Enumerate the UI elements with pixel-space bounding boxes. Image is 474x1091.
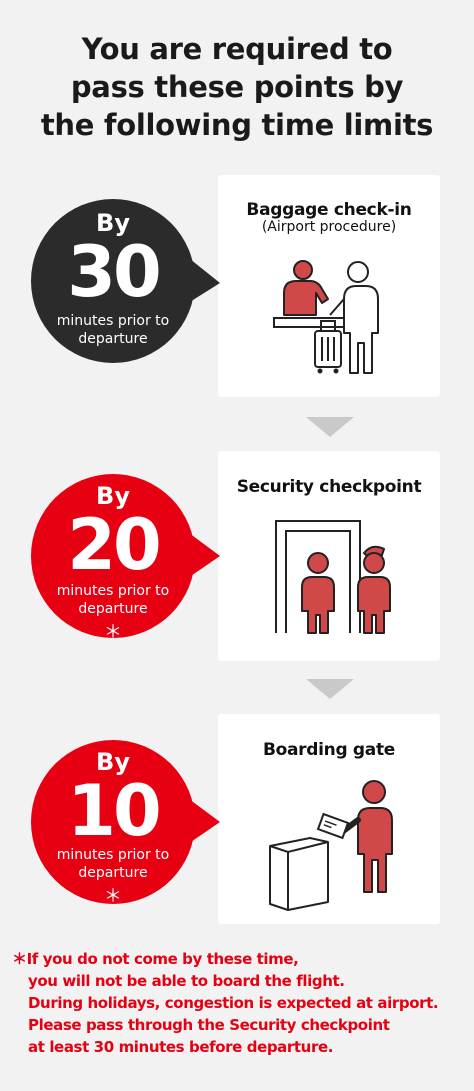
security-gate-icon: [275, 520, 391, 634]
minutes-label-line-2: departure: [78, 865, 148, 881]
minutes-label-line-1: minutes prior to: [56, 583, 170, 599]
minutes-label-line-2: departure: [78, 601, 148, 617]
down-arrow-icon: [306, 679, 354, 699]
bubble-shape: [31, 199, 220, 363]
baggage-check-in-card: Baggage check-in (Airport procedure): [218, 175, 440, 397]
title-line-1: You are required to: [81, 32, 393, 66]
security-checkpoint-card: Security checkpoint: [218, 451, 440, 661]
minutes-number: 10: [67, 770, 161, 852]
footnote-line-1: ＊If you do not come by these time,: [12, 950, 299, 968]
page-title: You are required to pass these points by…: [0, 30, 474, 144]
bubble-shape: [31, 474, 220, 638]
by-label: By: [96, 748, 130, 776]
minutes-label-line-1: minutes prior to: [56, 847, 170, 863]
boarding-gate-icon: [269, 780, 393, 911]
footnote-line-4: Please pass through the Security checkpo…: [28, 1016, 390, 1034]
footnote-line-3: During holidays, congestion is expected …: [28, 994, 439, 1012]
down-arrow-icon: [306, 417, 354, 437]
footnote-line-5: at least 30 minutes before departure.: [28, 1038, 334, 1056]
baggage-check-in-icon: [273, 260, 379, 374]
bubble-shape: [31, 740, 220, 904]
by-label: By: [96, 209, 130, 237]
card-title: Security checkpoint: [236, 477, 422, 497]
boarding-gate-card: Boarding gate: [218, 714, 440, 924]
footnote-line-2: you will not be able to board the flight…: [28, 972, 345, 990]
card-title: Boarding gate: [262, 740, 396, 760]
time-limit-bubble-30: By 30 minutes prior to departure: [0, 175, 220, 363]
minutes-number: 30: [67, 231, 161, 313]
card-subtitle: (Airport procedure): [261, 219, 397, 235]
by-label: By: [96, 482, 130, 510]
minutes-label-line-1: minutes prior to: [56, 313, 170, 329]
asterisk-mark: ＊: [104, 886, 122, 907]
card-title: Baggage check-in: [246, 200, 412, 220]
title-line-2: pass these points by: [70, 70, 404, 104]
time-limit-bubble-20: By 20 minutes prior to departure ＊: [0, 456, 220, 643]
minutes-number: 20: [67, 504, 161, 586]
minutes-label-line-2: departure: [78, 331, 148, 347]
title-line-3: the following time limits: [40, 108, 434, 142]
time-limit-bubble-10: By 10 minutes prior to departure ＊: [0, 722, 220, 907]
asterisk-mark: ＊: [104, 622, 122, 643]
footnote: ＊If you do not come by these time, you w…: [12, 948, 472, 1058]
